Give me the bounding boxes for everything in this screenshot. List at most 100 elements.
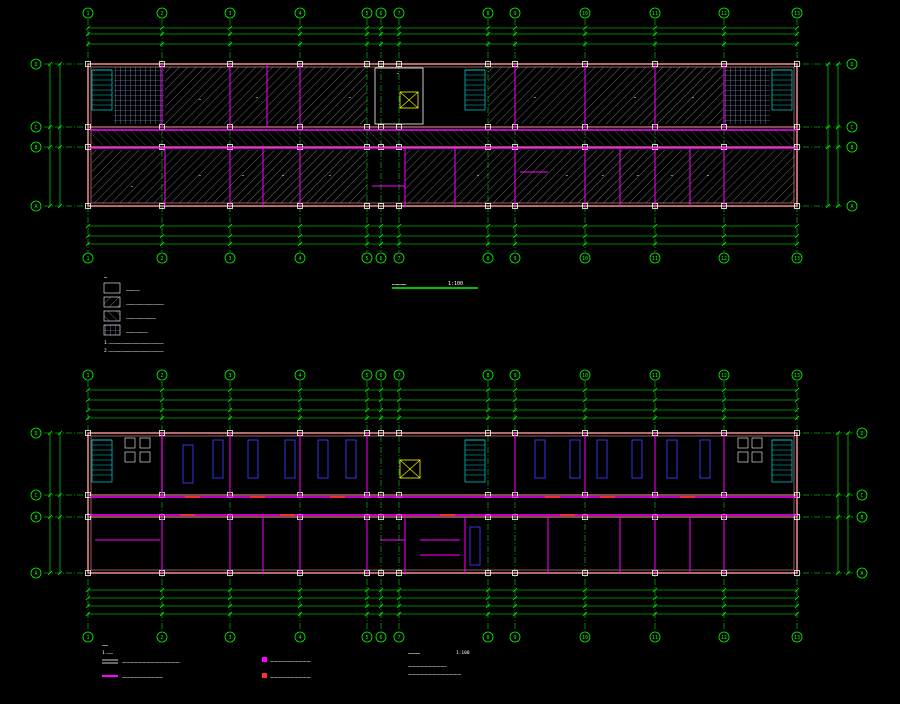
axis-label-1: 1 — [86, 373, 89, 379]
legend-bottom-heading: …… — [102, 642, 108, 648]
axis-label-C: C — [34, 493, 37, 499]
dimension-tick — [845, 570, 851, 576]
dimension-tick — [485, 31, 491, 37]
dimension-tick — [835, 514, 841, 520]
dimension-tick — [159, 603, 165, 609]
dimension-tick — [652, 407, 658, 413]
dimension-tick — [485, 415, 491, 421]
axis-label-2: 2 — [160, 635, 163, 641]
legend-swatch-hatch-left — [103, 310, 121, 322]
dimension-tick — [512, 611, 518, 617]
dimension-tick — [794, 233, 800, 239]
hatched-room-south — [690, 150, 724, 203]
axis-label-A: A — [34, 204, 37, 210]
hatched-room-south — [300, 150, 367, 203]
axis-bubble-4 — [294, 7, 306, 19]
dimension-tick — [85, 587, 91, 593]
dimension-tick — [396, 397, 402, 403]
legend-top-heading: … — [104, 274, 107, 280]
axis-label-5: 5 — [365, 635, 368, 641]
dimension-tick — [485, 241, 491, 247]
dimension-tick — [845, 430, 851, 436]
dimension-tick — [227, 397, 233, 403]
structural-column — [396, 144, 402, 150]
axis-label-7: 7 — [397, 373, 400, 379]
dimension-tick — [582, 415, 588, 421]
dimension-tick — [85, 387, 91, 393]
dimension-tick — [845, 514, 851, 520]
dimension-tick — [794, 41, 800, 47]
axis-label-5: 5 — [365, 256, 368, 262]
legend-bottom-item-4: …………………………………………… — [270, 674, 312, 679]
dimension-tick — [364, 595, 370, 601]
axis-bubble-5 — [361, 369, 373, 381]
dimension-tick — [378, 587, 384, 593]
legend-bottom-item-1: ……………………………………………………………… — [122, 659, 180, 664]
room-label: … — [602, 172, 605, 177]
legend-top-note-2: 2.…………………………………………………… — [104, 348, 164, 354]
structural-column — [794, 570, 800, 576]
structural-column — [85, 492, 91, 498]
structural-column — [159, 144, 165, 150]
structural-column — [396, 430, 402, 436]
dimension-tick — [159, 415, 165, 421]
dimension-tick — [159, 397, 165, 403]
axis-bubble-7 — [393, 7, 405, 19]
axis-bubble-8 — [482, 369, 494, 381]
dimension-tick — [227, 41, 233, 47]
legend-swatch-blank — [103, 282, 121, 294]
axis-bubble-5 — [361, 631, 373, 643]
axis-bubble-13 — [791, 252, 803, 264]
dimension-tick — [512, 25, 518, 31]
dimension-tick — [297, 415, 303, 421]
structural-column — [364, 144, 370, 150]
dimension-tick — [297, 387, 303, 393]
dimension-tick — [378, 233, 384, 239]
axis-label-12: 12 — [721, 373, 727, 379]
dimension-tick — [227, 233, 233, 239]
dimension-tick — [378, 41, 384, 47]
dimension-tick — [364, 25, 370, 31]
furniture-bed — [182, 444, 194, 484]
structural-column — [485, 144, 491, 150]
axis-bubble-D — [856, 427, 868, 439]
axis-bubble-13 — [791, 631, 803, 643]
dimension-tick — [485, 397, 491, 403]
dimension-tick — [378, 407, 384, 413]
dimension-tick — [835, 61, 841, 67]
plan-top-scale: 1:100 — [448, 281, 463, 287]
dimension-tick — [652, 25, 658, 31]
dimension-tick — [794, 603, 800, 609]
hatched-room-north — [655, 67, 724, 124]
dimension-tick — [297, 241, 303, 247]
axis-bubble-3 — [224, 369, 236, 381]
axis-label-A: A — [860, 571, 863, 577]
axis-bubble-9 — [509, 369, 521, 381]
axis-bubble-12 — [718, 7, 730, 19]
hatched-room-north — [230, 67, 267, 124]
axis-bubble-7 — [393, 252, 405, 264]
dimension-tick — [227, 587, 233, 593]
dimension-tick — [57, 144, 63, 150]
axis-bubble-12 — [718, 631, 730, 643]
axis-label-2: 2 — [160, 11, 163, 17]
dimension-tick — [721, 387, 727, 393]
dimension-tick — [512, 407, 518, 413]
dimension-tick — [227, 611, 233, 617]
dimension-tick — [396, 31, 402, 37]
room-label: … — [131, 183, 134, 188]
dimension-tick — [227, 31, 233, 37]
dimension-tick — [159, 241, 165, 247]
tiled-wet-room — [114, 67, 164, 124]
dimension-tick — [512, 595, 518, 601]
axis-label-11: 11 — [652, 11, 658, 17]
dimension-tick — [652, 223, 658, 229]
room-label: … — [242, 172, 245, 177]
dimension-tick — [794, 31, 800, 37]
structural-column — [378, 203, 384, 209]
dimension-tick — [227, 25, 233, 31]
axis-bubble-13 — [791, 369, 803, 381]
dimension-tick — [364, 611, 370, 617]
structural-column — [85, 61, 91, 67]
structural-column — [396, 61, 402, 67]
